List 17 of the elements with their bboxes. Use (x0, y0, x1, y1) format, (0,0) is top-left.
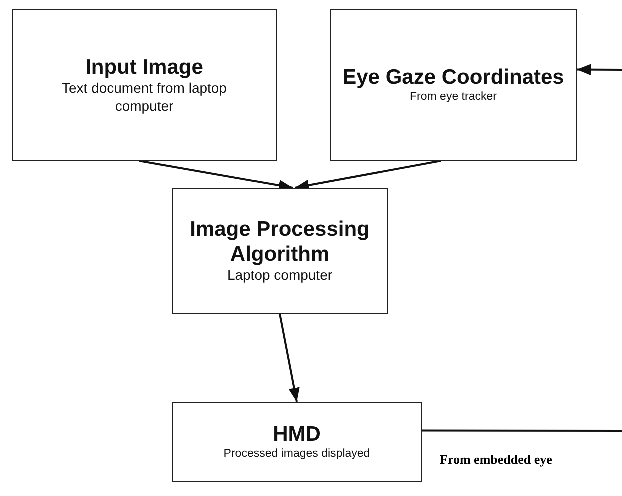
box-title: Image Processing Algorithm (189, 217, 371, 268)
output-box (172, 402, 422, 482)
arrow (279, 314, 300, 402)
process-box (172, 188, 388, 314)
box-title: Input Image (86, 54, 204, 80)
box-subtitle: Laptop computer (227, 267, 333, 285)
input-box (12, 9, 277, 161)
note-text: From embedded eye (440, 452, 552, 468)
box-subtitle: Text document from laptop computer (61, 80, 228, 116)
box-title: HMD (273, 422, 321, 448)
arrow (294, 160, 442, 191)
connector-line (422, 430, 622, 432)
arrow (577, 64, 622, 76)
box-subtitle: Processed images displayed (224, 447, 370, 462)
box-title: Eye Gaze Coordinates (342, 65, 564, 90)
box-subtitle: From eye tracker (410, 90, 497, 105)
input-box (330, 9, 577, 161)
